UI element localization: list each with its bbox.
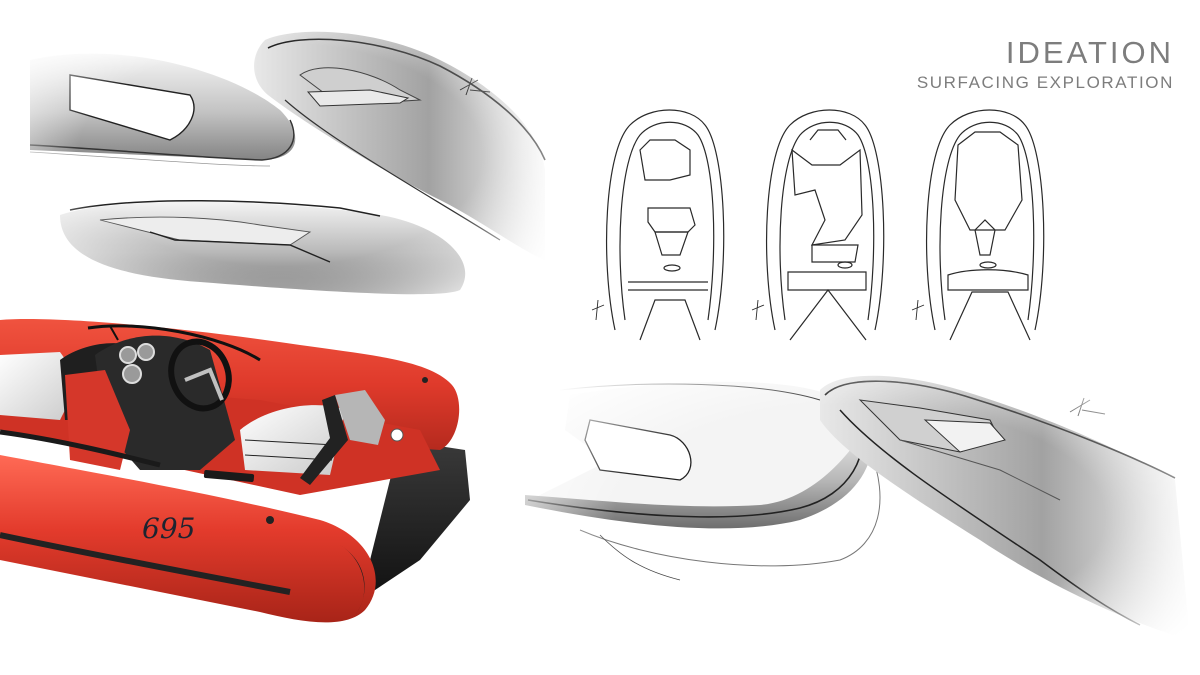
sketch-bottom-right — [520, 360, 1200, 675]
plan-view-3 — [911, 109, 1045, 341]
plan-view-2 — [751, 109, 885, 341]
board-title-block: IDEATION SURFACING EXPLORATION — [917, 36, 1174, 94]
boat-model-number: 695 — [142, 512, 195, 545]
sketch-plan-views — [591, 109, 1045, 341]
board-subtitle: SURFACING EXPLORATION — [916, 73, 1174, 92]
boat-photo-695: 695 — [0, 319, 470, 623]
plan-view-1 — [591, 109, 725, 341]
board-title: IDEATION — [1005, 35, 1174, 70]
sketch-top-left — [0, 0, 560, 310]
